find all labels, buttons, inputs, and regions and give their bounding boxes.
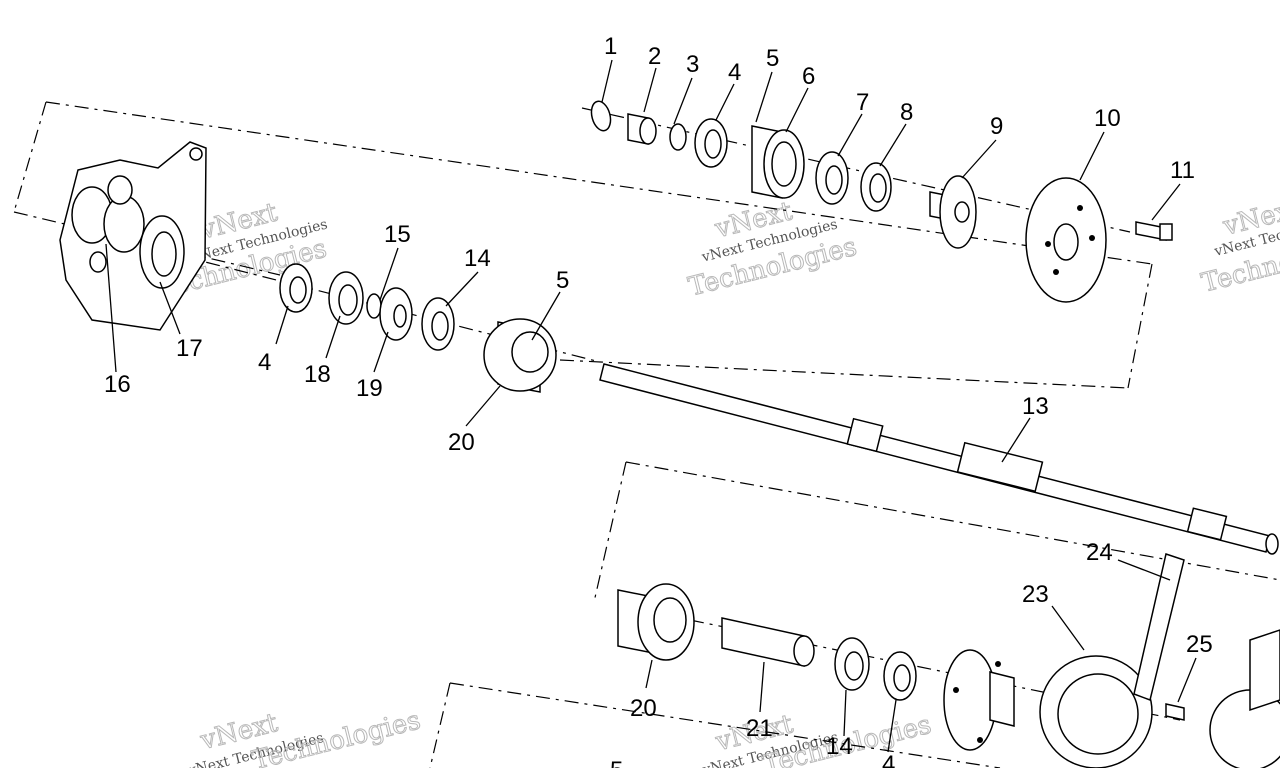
callout-10: 10: [1094, 105, 1121, 132]
part-13-shaft: [599, 363, 1279, 555]
callout-5c: 5: [610, 757, 623, 768]
part-4-bearing: [694, 118, 728, 168]
part-19-spacer: [379, 287, 413, 341]
part-3-ring: [669, 123, 687, 151]
callout-8: 8: [900, 99, 913, 126]
callout-labels: 1 2 3 4 5 6 7 8 9 10 11 15 14 5 4 18 19 …: [104, 33, 1213, 768]
part-8-seal: [860, 162, 892, 212]
part-hub-lower: [943, 649, 1015, 751]
callout-9: 9: [990, 113, 1003, 140]
part-7-bearing: [815, 151, 849, 205]
part-11-bolt: [1135, 221, 1173, 241]
callout-2: 2: [648, 43, 661, 70]
callout-11: 11: [1170, 157, 1195, 184]
callout-5a: 5: [766, 45, 779, 72]
callout-20b: 20: [630, 695, 657, 722]
callout-1: 1: [604, 33, 617, 60]
part-9-hub: [929, 175, 977, 249]
callout-17: 17: [176, 335, 203, 362]
part-14-seal-lower: [834, 637, 870, 691]
part-18-bearing: [328, 271, 364, 325]
part-sprocket-small: [1209, 629, 1280, 768]
callout-3: 3: [686, 51, 699, 78]
callout-4b: 4: [258, 349, 271, 376]
callout-14a: 14: [464, 245, 491, 272]
callout-6: 6: [802, 63, 815, 90]
callout-25: 25: [1186, 631, 1213, 658]
callout-23: 23: [1022, 581, 1049, 608]
callout-7: 7: [856, 89, 869, 116]
part-16-caliper: [59, 141, 207, 331]
part-15-ring: [366, 293, 382, 319]
callout-18: 18: [304, 361, 331, 388]
part-20-bearing-housing-lower: [617, 583, 695, 661]
callout-20a: 20: [448, 429, 475, 456]
part-24-chain: [1133, 553, 1185, 701]
leader-lines: [105, 59, 1197, 753]
watermark-4: vNext vNext Technologies Technologies: [185, 705, 424, 768]
part-21-sleeve: [721, 617, 815, 667]
part-10-disc: [1025, 177, 1107, 303]
callout-5b: 5: [556, 267, 569, 294]
part-4-bearing-lower: [883, 651, 917, 701]
part-1-snap-ring: [590, 100, 612, 132]
part-4-bearing-left: [279, 263, 313, 313]
callout-14b: 14: [826, 733, 853, 760]
part-25-pin: [1165, 703, 1185, 721]
part-20-bearing-housing-upper: [483, 318, 557, 393]
part-17-rotor-ring: [139, 215, 185, 289]
callout-16: 16: [104, 371, 131, 398]
callout-24: 24: [1086, 539, 1113, 566]
callout-13: 13: [1022, 393, 1049, 420]
part-14-seal: [421, 297, 455, 351]
part-2-spacer: [627, 113, 657, 145]
part-6-housing: [751, 125, 805, 199]
watermark-2: vNext vNext Technologies Technologies: [685, 196, 860, 303]
callout-4c: 4: [882, 751, 895, 768]
callout-21: 21: [746, 715, 773, 742]
part-23-sprocket: [1039, 655, 1153, 768]
callout-4a: 4: [728, 59, 741, 86]
callout-15: 15: [384, 221, 411, 248]
callout-19: 19: [356, 375, 383, 402]
watermark-3: vNext vNext Technologies Technologies: [1198, 193, 1280, 299]
